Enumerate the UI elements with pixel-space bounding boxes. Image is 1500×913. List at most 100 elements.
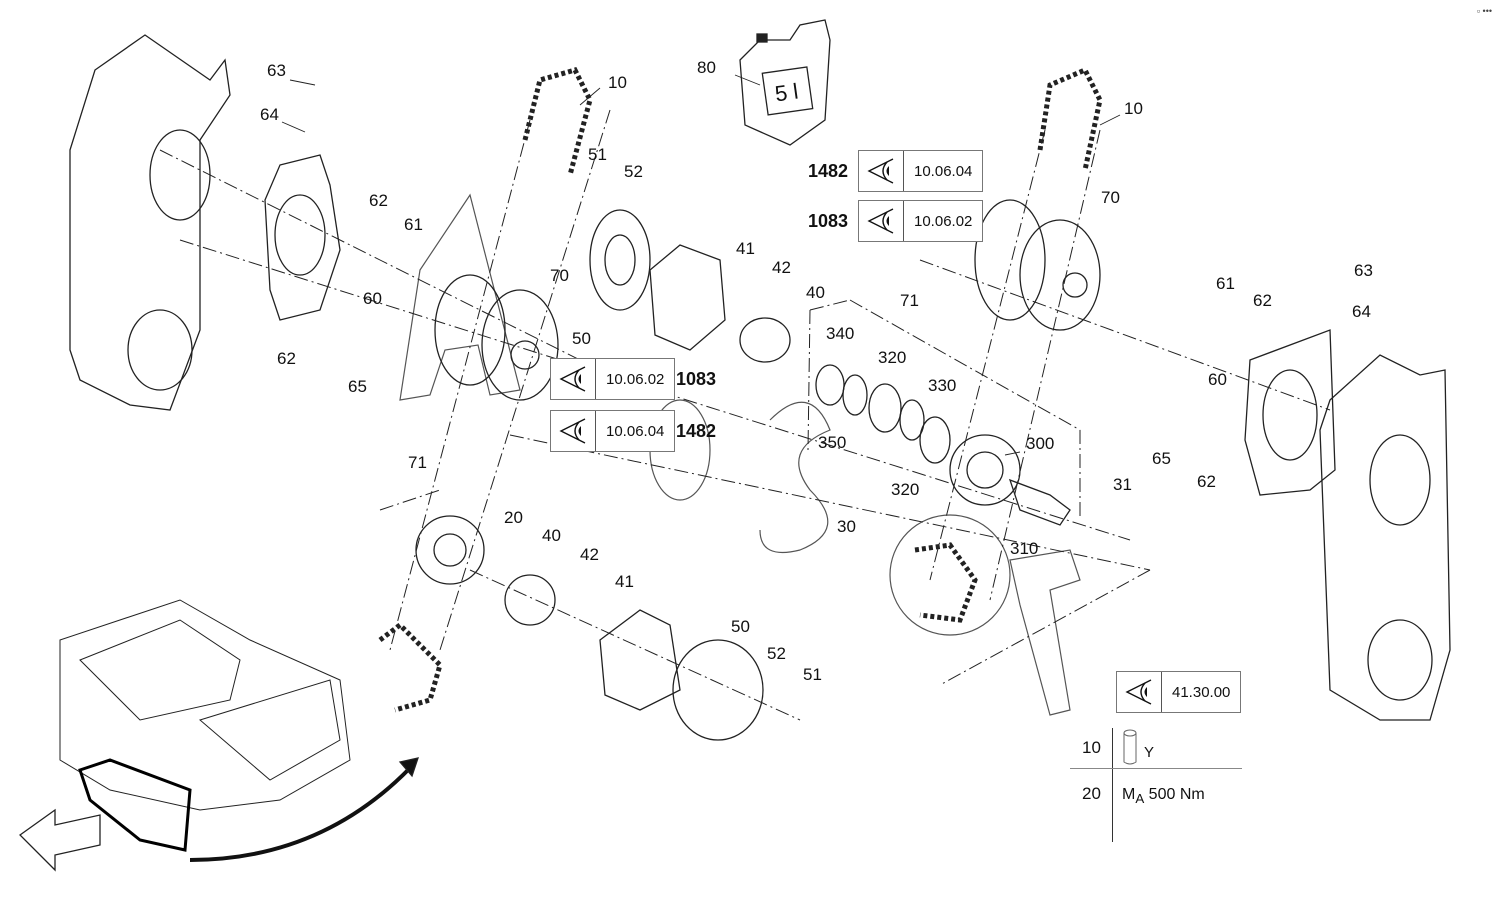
- callout-320[interactable]: 320: [891, 480, 920, 499]
- callout-71[interactable]: 71: [900, 291, 919, 310]
- eye-view-icon: [859, 201, 904, 241]
- curved-arrow: [189, 766, 412, 862]
- callout-20[interactable]: 20: [504, 508, 523, 527]
- chain-top-left: [522, 67, 593, 176]
- left-side-frame: [69, 34, 231, 411]
- callout-310[interactable]: 310: [1010, 539, 1039, 558]
- torque-symbol: M: [1122, 786, 1136, 803]
- chain-top-right: [1037, 66, 1103, 171]
- callout-50[interactable]: 50: [731, 617, 750, 636]
- chain-bottom-right: [914, 542, 978, 623]
- torque-subscript: A: [1135, 791, 1145, 807]
- hub-40-top: [739, 317, 791, 363]
- reference-code: 41.30.00: [1172, 683, 1231, 701]
- canister-label: 5 l: [773, 78, 800, 107]
- callout-10[interactable]: 10: [608, 73, 627, 92]
- callout-62[interactable]: 62: [369, 191, 388, 210]
- reference-code: 10.06.04: [914, 162, 973, 180]
- reference-part-number: 1482: [808, 161, 849, 181]
- cover-50-bottom: [672, 639, 764, 741]
- callout-40[interactable]: 40: [806, 283, 825, 302]
- legend-divider-h: [1070, 768, 1242, 769]
- callout-30[interactable]: 30: [837, 517, 856, 536]
- reference-code: 10.06.04: [606, 422, 665, 440]
- callout-31[interactable]: 31: [1113, 475, 1132, 494]
- reference-box-10.06.02[interactable]: 10.06.02: [550, 358, 676, 400]
- callout-320[interactable]: 320: [878, 348, 907, 367]
- right-hydraulic-motor: [974, 199, 1101, 331]
- reference-code: 10.06.02: [914, 212, 973, 230]
- eye-view-icon: [859, 151, 904, 191]
- callout-51[interactable]: 51: [803, 665, 822, 684]
- hub-40-bottom: [504, 574, 556, 626]
- callout-10[interactable]: 10: [1124, 99, 1143, 118]
- legend-row-num: 20: [1082, 784, 1101, 803]
- reference-part-number: 1083: [676, 369, 717, 389]
- eye-view-icon: [551, 359, 596, 399]
- callout-42[interactable]: 42: [580, 545, 599, 564]
- callout-52[interactable]: 52: [624, 162, 643, 181]
- callout-40[interactable]: 40: [542, 526, 561, 545]
- callout-42[interactable]: 42: [772, 258, 791, 277]
- shaft-310: [1008, 478, 1071, 526]
- callout-62[interactable]: 62: [1197, 472, 1216, 491]
- paver-overview-thumbnail: [59, 599, 351, 852]
- reference-box-41.30.00[interactable]: 41.30.00: [1116, 671, 1242, 713]
- legend-divider-v: [1112, 728, 1113, 842]
- callout-62[interactable]: 62: [1253, 291, 1272, 310]
- callout-300[interactable]: 300: [1026, 434, 1055, 453]
- window-icon[interactable]: ▫: [1476, 6, 1481, 16]
- direction-arrow: [18, 808, 101, 872]
- gasket-bottom: [599, 609, 681, 711]
- reference-box-10.06.04[interactable]: 10.06.04: [550, 410, 676, 452]
- right-mount-plate: [1244, 329, 1336, 496]
- callout-51[interactable]: 51: [588, 145, 607, 164]
- callout-65[interactable]: 65: [348, 377, 367, 396]
- watermark: [399, 193, 1081, 716]
- callout-350[interactable]: 350: [818, 433, 847, 452]
- legend-row-num: 10: [1082, 738, 1101, 757]
- callout-64[interactable]: 64: [1352, 302, 1371, 321]
- callout-60[interactable]: 60: [363, 289, 382, 308]
- legend-row-text: Y: [1144, 744, 1155, 761]
- callout-41[interactable]: 41: [615, 572, 634, 591]
- callout-61[interactable]: 61: [1216, 274, 1235, 293]
- callout-50[interactable]: 50: [572, 329, 591, 348]
- more-icon[interactable]: •••: [1482, 6, 1492, 16]
- callout-64[interactable]: 64: [260, 105, 279, 124]
- legend-table: 10 Y 20 MA 500 Nm: [1070, 728, 1242, 842]
- left-hydraulic-motor: [434, 274, 559, 401]
- reference-box-10.06.02[interactable]: 10.06.02: [858, 200, 984, 242]
- callout-80[interactable]: 80: [697, 58, 716, 77]
- callout-52[interactable]: 52: [767, 644, 786, 663]
- reference-part-number: 1482: [676, 421, 717, 441]
- corner-icons: ▫ •••: [1477, 6, 1492, 16]
- callout-70[interactable]: 70: [550, 266, 569, 285]
- grease-cartridge-icon: [1123, 729, 1137, 765]
- callout-71[interactable]: 71: [408, 453, 427, 472]
- gasket-top: [649, 244, 726, 351]
- reference-code: 10.06.02: [606, 370, 665, 388]
- reference-part-number: 1083: [808, 211, 849, 231]
- oil-canister-icon: [739, 19, 831, 146]
- callout-65[interactable]: 65: [1152, 449, 1171, 468]
- callout-63[interactable]: 63: [1354, 261, 1373, 280]
- callout-330[interactable]: 330: [928, 376, 957, 395]
- torque-spec: MA 500 Nm: [1122, 786, 1205, 806]
- torque-value: 500 Nm: [1148, 786, 1205, 803]
- eye-view-icon: [1117, 672, 1162, 712]
- callout-70[interactable]: 70: [1101, 188, 1120, 207]
- right-side-frame: [1319, 354, 1451, 721]
- callout-60[interactable]: 60: [1208, 370, 1227, 389]
- eye-view-icon: [551, 411, 596, 451]
- callout-62[interactable]: 62: [277, 349, 296, 368]
- left-cover-50: [589, 209, 651, 311]
- chain-bottom-left: [378, 621, 443, 713]
- callout-340[interactable]: 340: [826, 324, 855, 343]
- callout-61[interactable]: 61: [404, 215, 423, 234]
- reference-box-10.06.04[interactable]: 10.06.04: [858, 150, 984, 192]
- callout-41[interactable]: 41: [736, 239, 755, 258]
- callout-63[interactable]: 63: [267, 61, 286, 80]
